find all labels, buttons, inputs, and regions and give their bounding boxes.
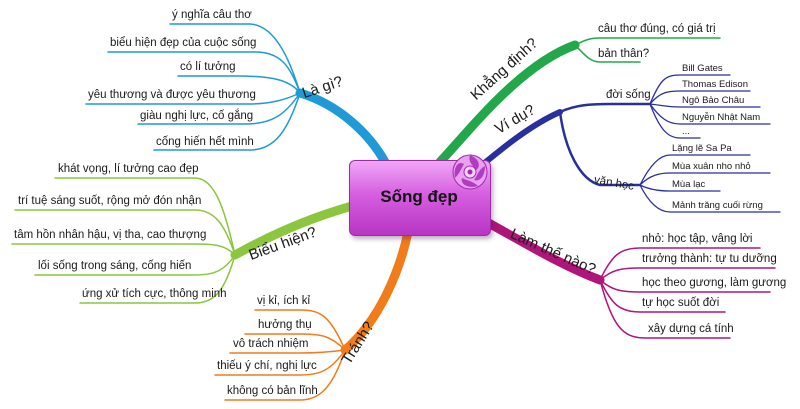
leaf-doi-song-5[interactable]: ... [682,126,690,137]
leaf-la-gi-2[interactable]: biểu hiện đẹp của cuộc sống [110,37,257,49]
leaf-tranh-5[interactable]: không có bản lĩnh [227,385,318,397]
leaf-bieu-hien-1[interactable]: khát vọng, lí tưởng cao đẹp [58,163,199,175]
leaf-van-hoc-2[interactable]: Mùa xuân nho nhỏ [672,161,751,172]
leaf-doi-song-2[interactable]: Thomas Edison [682,79,749,90]
leaf-tranh-4[interactable]: thiếu ý chí, nghị lực [217,360,317,372]
leaf-la-gi-3[interactable]: có lí tưởng [180,61,236,73]
center-topic-label: Sống đẹp [380,187,458,206]
leaf-bieu-hien-3[interactable]: tâm hồn nhân hậu, vị tha, cao thượng [14,229,207,241]
leaf-van-hoc-4[interactable]: Mảnh trăng cuối rừng [672,200,763,211]
leaf-khang-dinh-2[interactable]: bản thân? [598,48,650,60]
leaf-lam-the-nao-3[interactable]: học theo gương, làm gương [642,277,787,289]
branch-connectors-la-gi [85,23,390,167]
leaf-lam-the-nao-2[interactable]: trưởng thành: tự tu dưỡng [642,253,777,265]
leaf-lam-the-nao-5[interactable]: xây dựng cá tính [648,323,734,335]
leaf-bieu-hien-4[interactable]: lối sống trong sáng, cống hiến [38,260,192,272]
branch-connectors-bieu-hien [11,177,357,304]
leaf-la-gi-1[interactable]: ý nghĩa câu thơ [172,9,252,21]
leaf-lam-the-nao-4[interactable]: tự học suốt đời [642,297,720,309]
leaf-khang-dinh-1[interactable]: câu thơ đúng, có giá trị [598,23,716,35]
leaf-tranh-2[interactable]: hưởng thụ [258,319,312,331]
leaf-doi-song-4[interactable]: Nguyễn Nhật Nam [682,112,761,123]
leaf-la-gi-4[interactable]: yêu thương và được yêu thương [88,89,256,101]
leaf-van-hoc-1[interactable]: Lặng lẽ Sa Pa [672,143,732,154]
leaf-doi-song-3[interactable]: Ngô Bảo Châu [682,95,745,106]
branch-connectors-tranh [214,227,413,401]
leaf-bieu-hien-2[interactable]: trí tuệ sáng suốt, rộng mở đón nhận [18,195,202,207]
leaf-la-gi-6[interactable]: cống hiến hết mình [156,136,254,148]
branch-connectors-khang-dinh [435,37,721,167]
leaf-doi-song-1[interactable]: Bill Gates [682,63,723,74]
leaf-van-hoc-3[interactable]: Mùa lạc [672,179,706,190]
leaf-lam-the-nao-1[interactable]: nhỏ: học tập, vâng lời [642,233,753,245]
leaf-tranh-3[interactable]: vô trách nhiệm [233,338,309,350]
vi-du-doi-song-label[interactable]: đời sống [606,89,651,101]
leaf-tranh-1[interactable]: vị kỉ, ích kỉ [257,295,311,307]
branch-connectors-lam-the-nao [478,215,776,339]
leaf-la-gi-5[interactable]: giàu nghị lực, cố gắng [140,110,254,122]
leaf-bieu-hien-5[interactable]: ứng xử tích cực, thông minh [82,288,227,300]
